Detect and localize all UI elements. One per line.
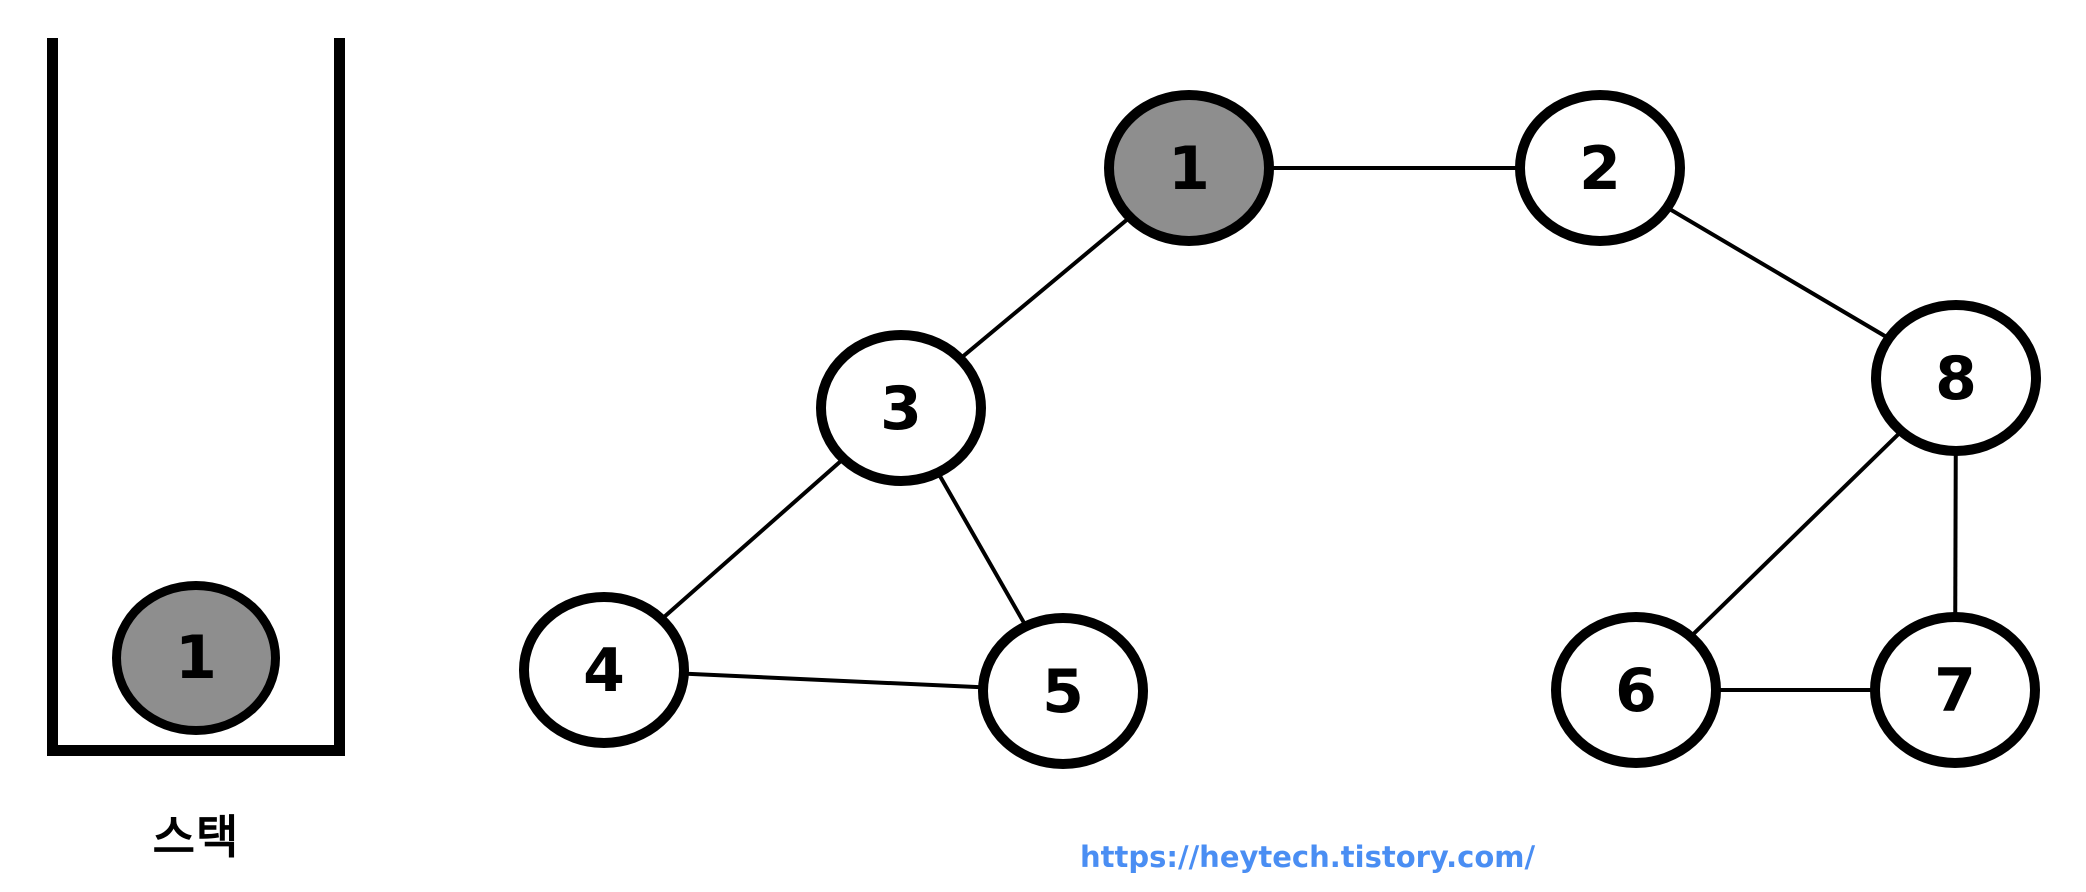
graph-node-3 [816, 330, 986, 486]
graph-node-label-2: 2 [1579, 134, 1621, 204]
watermark-link[interactable]: https://heytech.tistory.com/ [1080, 840, 1536, 874]
graph-node-7 [1870, 612, 2040, 768]
graph-node-label-6: 6 [1615, 656, 1657, 726]
graph-node-label-4: 4 [583, 636, 625, 706]
stack-item-label: 1 [175, 623, 217, 693]
stack-item-1: 1 [112, 581, 280, 735]
graph-node-1 [1104, 90, 1274, 246]
graph-node-2 [1515, 90, 1685, 246]
graph-node-6 [1551, 612, 1721, 768]
graph-node-label-5: 5 [1042, 657, 1084, 727]
graph-node-label-3: 3 [880, 374, 922, 444]
graph-node-5 [978, 613, 1148, 769]
graph-node-label-7: 7 [1934, 656, 1976, 726]
stack-container [47, 38, 345, 756]
graph-node-label-8: 8 [1935, 344, 1977, 414]
stack-label: 스택 [152, 810, 240, 864]
graph-node-label-1: 1 [1168, 134, 1210, 204]
graph-node-8 [1871, 300, 2041, 456]
graph-node-4 [519, 592, 689, 748]
